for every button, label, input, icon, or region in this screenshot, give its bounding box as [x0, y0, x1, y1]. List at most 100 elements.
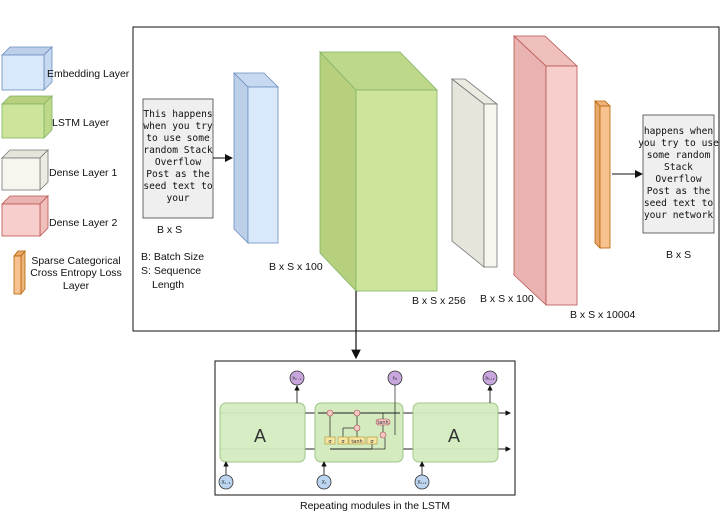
note-length: Length: [152, 279, 184, 291]
dense1-layer-block: [450, 78, 499, 268]
h-node-prev: [289, 370, 305, 386]
output-box-bg: [642, 114, 715, 234]
lstm-block-front: [355, 89, 438, 292]
legend-swatch-top: [1, 95, 53, 105]
dense2-shape-label: B x S x 10004: [570, 309, 636, 321]
loss-block-side: [594, 100, 601, 249]
lstm-layer-block: [319, 50, 438, 293]
lstm-module-next: [412, 402, 499, 463]
loss-block-front: [599, 105, 611, 249]
legend-label-lstm: LSTM Layer: [52, 117, 110, 129]
embedding-block-front: [247, 86, 279, 244]
legend-label-loss-line3: Layer: [63, 280, 90, 292]
add-icon: [353, 409, 361, 417]
legend-label-embedding: Embedding Layer: [47, 68, 130, 80]
lstm-detail-caption: Repeating modules in the LSTM: [300, 500, 450, 512]
x-label-next: Xₜ₊₁: [417, 480, 427, 486]
legend-swatch-front: [1, 54, 45, 91]
h-label-current: hₜ: [393, 376, 398, 382]
module-label-prev: A: [254, 426, 266, 446]
input-line: seed text to: [143, 181, 213, 192]
legend-item-dense1: Dense Layer 1: [1, 149, 117, 191]
output-line: you try to use: [638, 138, 719, 149]
output-line: Post as the: [647, 186, 711, 197]
legend-swatch-front: [1, 103, 45, 139]
embedding-layer-block: [233, 72, 279, 244]
h-label-next: hₜ₊₁: [485, 376, 494, 382]
gate-label: tanh: [351, 439, 362, 445]
x-label-current: Xₜ: [322, 480, 327, 486]
legend-label-dense2: Dense Layer 2: [49, 217, 117, 229]
lstm-shape-label: B x S x 256: [412, 295, 466, 307]
output-shape-label: B x S: [666, 249, 691, 261]
legend-item-embedding: Embedding Layer: [1, 46, 130, 91]
input-line: random Stack: [143, 145, 213, 156]
output-line: seed text to: [644, 198, 714, 209]
legend-item-loss: Sparse Categorical Cross Entropy Loss La…: [13, 249, 122, 296]
x-node-prev: [218, 474, 234, 490]
legend-label-dense1: Dense Layer 1: [49, 167, 117, 179]
legend-label-loss-line1: Sparse Categorical: [31, 255, 120, 267]
input-box-bg: [142, 98, 214, 219]
legend-item-lstm: LSTM Layer: [1, 95, 110, 139]
output-multiply-icon: [379, 431, 387, 439]
output-line: Overflow: [655, 174, 701, 185]
cell-tanh-label: tanh: [377, 420, 388, 426]
input-line: Overflow: [155, 157, 201, 168]
input-text-box: This happens when you try to use some ra…: [142, 98, 214, 219]
output-line: your network: [644, 210, 714, 221]
forget-multiply-icon: [326, 409, 334, 417]
x-node-current: [316, 474, 332, 490]
input-line: when you try: [143, 121, 213, 132]
legend-swatch-side: [43, 95, 53, 139]
dense2-block-side: [513, 35, 547, 306]
loss-layer-block: [594, 100, 611, 249]
legend-swatch-side: [20, 249, 26, 296]
lstm-module-current: [314, 402, 404, 463]
embedding-shape-label: B x S x 100: [269, 261, 323, 273]
candidate-tanh-gate-icon: [348, 436, 366, 445]
output-gate-icon: [366, 436, 378, 445]
input-gate-icon: [337, 436, 349, 445]
legend: Embedding Layer LSTM Layer Dense Layer 1…: [1, 46, 130, 296]
legend-swatch-front: [1, 157, 41, 191]
lstm-module-prev: [219, 402, 306, 463]
embedding-block-side: [233, 72, 249, 244]
input-line: to use some: [146, 133, 210, 144]
output-line: happens when: [644, 126, 713, 137]
input-multiply-icon: [353, 424, 361, 432]
output-text-box: happens when you try to use some random …: [638, 114, 719, 234]
h-label-prev: hₜ₋₁: [292, 376, 301, 382]
gate-label: σ: [328, 439, 332, 445]
lstm-detail-panel: A tanh σ σ tanh σ A: [214, 360, 516, 496]
legend-item-dense2: Dense Layer 2: [1, 195, 117, 237]
input-line: Post as the: [146, 169, 210, 180]
legend-label-loss-line2: Cross Entropy Loss: [30, 267, 122, 279]
gate-label: σ: [341, 439, 345, 445]
output-line: Stack: [664, 162, 693, 173]
dense1-block-side: [451, 78, 485, 268]
legend-swatch-front: [1, 203, 41, 237]
dense2-block-front: [545, 65, 578, 306]
note-batch-size: B: Batch Size: [141, 251, 204, 263]
input-shape-label: B x S: [157, 224, 182, 236]
forget-gate-icon: [324, 436, 336, 445]
main-panel: [132, 26, 720, 332]
x-node-next: [414, 474, 430, 490]
legend-swatch-top: [1, 46, 53, 56]
x-label-prev: Xₜ₋₁: [221, 480, 231, 486]
input-line: This happens: [143, 109, 212, 120]
dense2-layer-block: [512, 35, 579, 306]
gate-label: σ: [370, 439, 374, 445]
module-label-next: A: [448, 426, 460, 446]
h-node-current: [387, 370, 403, 386]
note-sequence: S: Sequence: [141, 265, 201, 277]
output-line: some random: [647, 150, 711, 161]
dense1-block-front: [483, 103, 498, 268]
dense1-shape-label: B x S x 100: [480, 293, 534, 305]
input-line: your: [166, 193, 189, 204]
lstm-block-side: [319, 50, 357, 293]
legend-swatch-front: [13, 255, 22, 295]
h-node-next: [482, 370, 498, 386]
